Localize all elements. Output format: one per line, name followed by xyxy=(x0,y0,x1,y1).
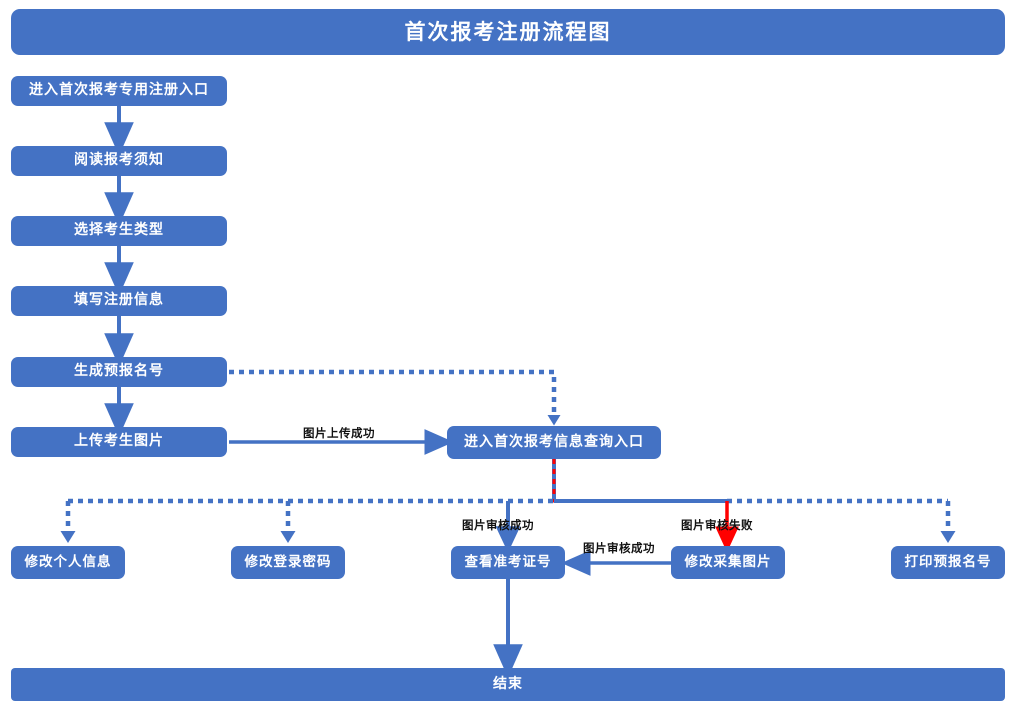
edge-label-upload-success: 图片上传成功 xyxy=(303,426,375,440)
edge-bus-to-editpwd xyxy=(280,501,296,543)
edge-label-review-success-left: 图片审核成功 xyxy=(583,541,655,555)
node-fill-registration-info[interactable]: 填写注册信息 xyxy=(11,286,227,316)
node-enter-info-query-portal[interactable]: 进入首次报考信息查询入口 xyxy=(447,426,661,459)
node-end: 结束 xyxy=(11,668,1005,701)
node-select-candidate-type[interactable]: 选择考生类型 xyxy=(11,216,227,246)
edge-query-to-bus-red xyxy=(552,459,727,503)
edge-bus-to-print xyxy=(940,501,956,543)
node-print-pre-registration-number[interactable]: 打印预报名号 xyxy=(891,546,1005,579)
node-edit-personal-info[interactable]: 修改个人信息 xyxy=(11,546,125,579)
node-edit-login-password[interactable]: 修改登录密码 xyxy=(231,546,345,579)
diagram-title: 首次报考注册流程图 xyxy=(11,9,1005,55)
node-edit-collected-photo[interactable]: 修改采集图片 xyxy=(671,546,785,579)
edge-label-review-success-down: 图片审核成功 xyxy=(462,518,534,532)
edge-bus-to-editinfo xyxy=(60,501,76,543)
node-generate-pre-registration-number[interactable]: 生成预报名号 xyxy=(11,357,227,387)
edge-prenum-to-query xyxy=(229,369,561,426)
node-view-admission-ticket-number[interactable]: 查看准考证号 xyxy=(451,546,565,579)
node-entry-registration[interactable]: 进入首次报考专用注册入口 xyxy=(11,76,227,106)
node-read-notice[interactable]: 阅读报考须知 xyxy=(11,146,227,176)
edge-label-review-failed: 图片审核失败 xyxy=(681,518,753,532)
node-upload-candidate-photo[interactable]: 上传考生图片 xyxy=(11,427,227,457)
